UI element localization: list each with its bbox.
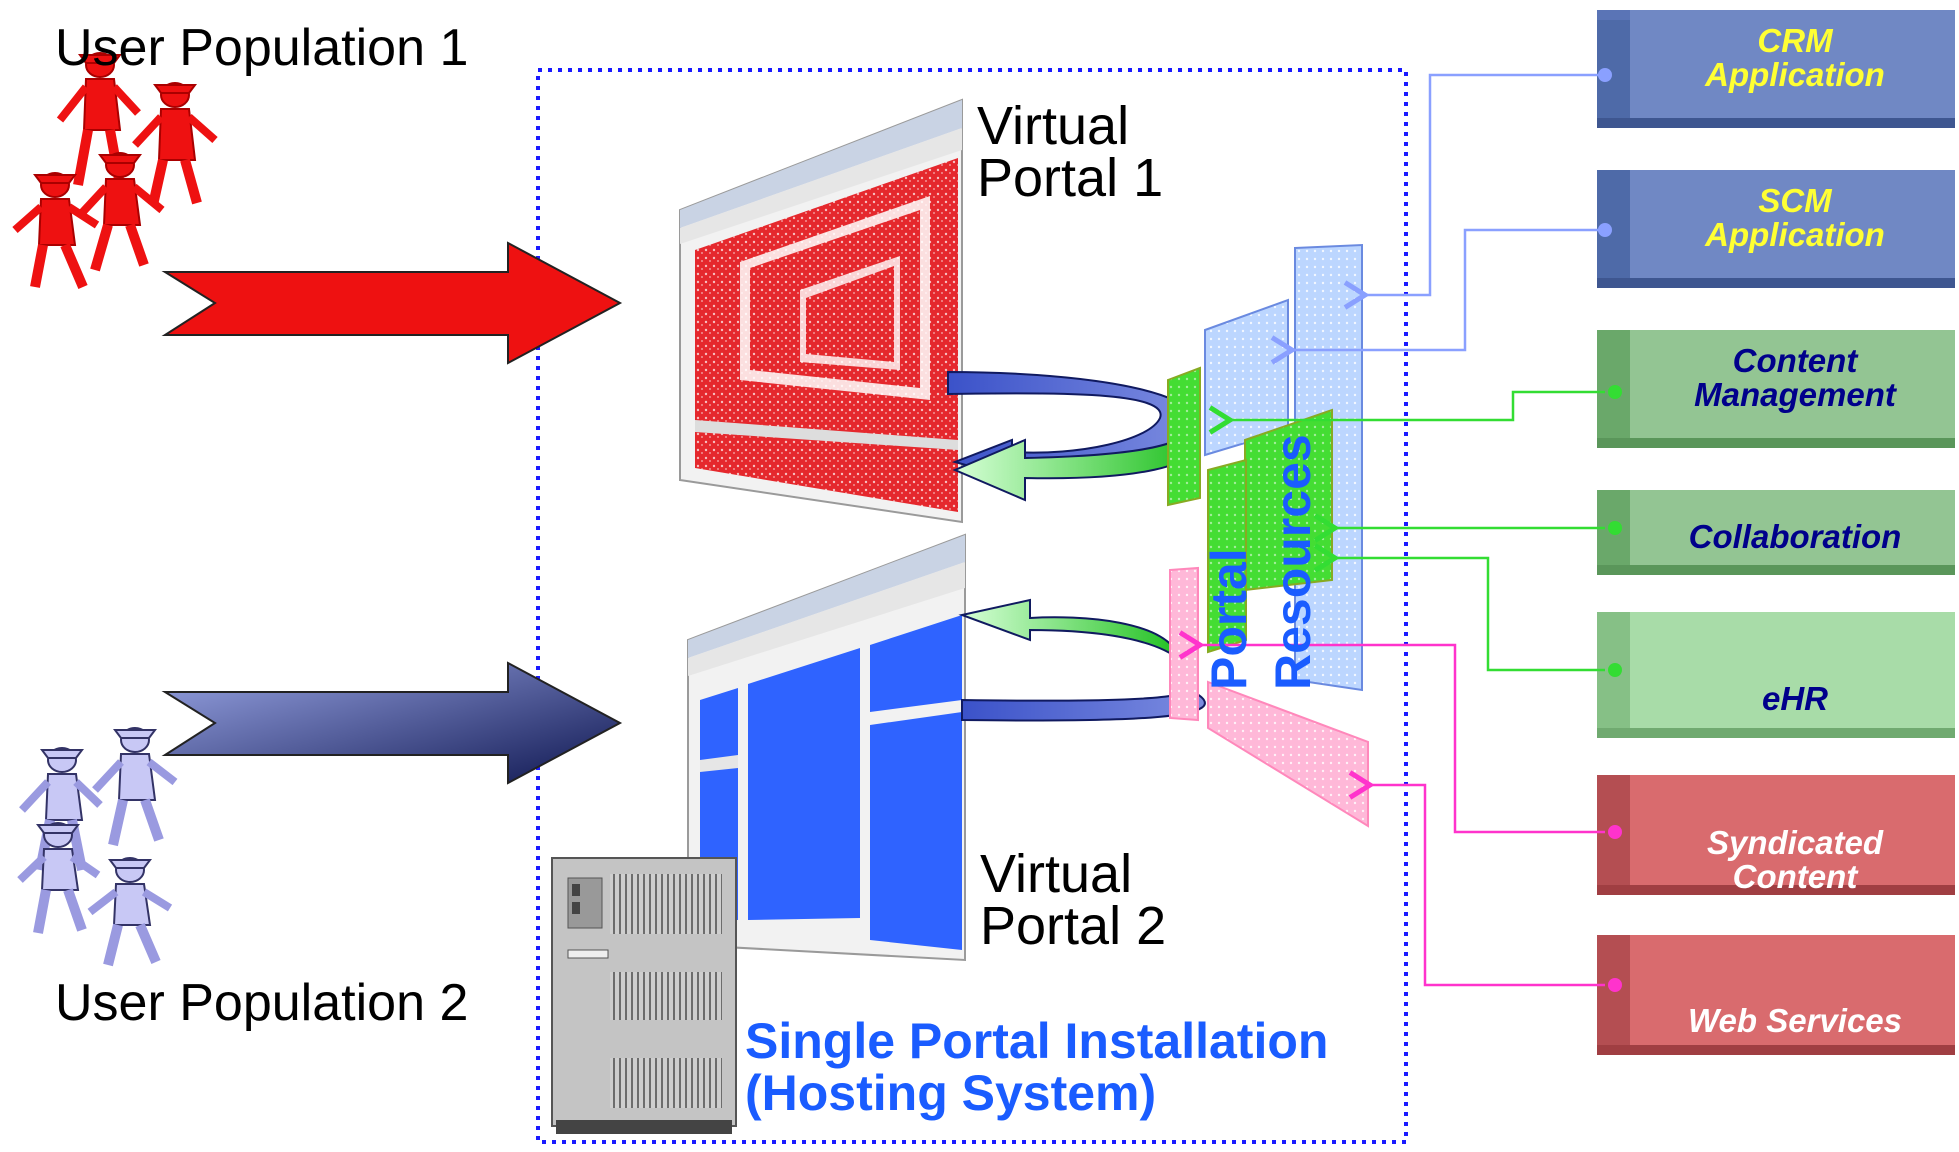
connector-ehr xyxy=(1313,543,1605,672)
app-label-ehr-line1: eHR xyxy=(1761,680,1829,717)
hosting-system-border xyxy=(536,68,1408,1144)
app-label-content-management: Content Management xyxy=(1645,344,1945,412)
portal-2-inbound-arrow xyxy=(958,598,1182,663)
app-label-crm-line2: Application xyxy=(1705,56,1885,93)
portal-resources-panels xyxy=(1167,243,1369,828)
virtual-portal-1-label-line2: Portal 1 xyxy=(977,148,1164,208)
virtual-portal-2-screen xyxy=(687,533,966,962)
app-label-syndicated-content: Syndicated Content xyxy=(1645,826,1945,894)
app-label-scm-line2: Application xyxy=(1705,216,1885,253)
installation-label: Single Portal Installation (Hosting Syst… xyxy=(745,1015,1328,1119)
app-box-crm xyxy=(1597,10,1955,128)
user-population-2-label: User Population 2 xyxy=(55,974,469,1032)
portal-2-outbound-curve xyxy=(961,688,1206,722)
app-label-crm-line1: CRM xyxy=(1757,22,1833,59)
app-label-crm: CRM Application xyxy=(1645,24,1945,92)
app-connectors xyxy=(1178,73,1605,987)
virtual-portal-2-label-line1: Virtual xyxy=(980,844,1133,904)
connector-dots xyxy=(1598,68,1622,992)
app-label-scm-line1: SCM xyxy=(1758,182,1832,219)
user-population-1-figures xyxy=(12,52,218,289)
app-label-syndicated-content-line2: Content xyxy=(1732,858,1858,895)
portal-resources-label-line1: Portal xyxy=(1201,548,1257,690)
virtual-portal-1-screen xyxy=(679,98,963,524)
virtual-portal-2-label: Virtual Portal 2 xyxy=(980,844,1167,956)
app-box-collaboration xyxy=(1597,490,1955,575)
app-label-scm: SCM Application xyxy=(1645,184,1945,252)
virtual-portal-1-label-line1: Virtual xyxy=(977,96,1130,156)
installation-label-line1: Single Portal Installation xyxy=(745,1013,1329,1069)
population-1-arrow xyxy=(161,241,623,365)
connector-content-management xyxy=(1208,390,1605,435)
installation-label-line2: (Hosting System) xyxy=(745,1065,1157,1121)
connector-web-services xyxy=(1348,770,1605,987)
app-label-collaboration: Collaboration xyxy=(1645,520,1945,554)
connector-scm xyxy=(1270,228,1605,365)
app-label-syndicated-content-line1: Syndicated xyxy=(1706,824,1884,861)
connector-crm xyxy=(1343,73,1605,310)
user-population-2-figures xyxy=(17,727,178,967)
virtual-portal-1-label: Virtual Portal 1 xyxy=(977,96,1164,208)
app-box-ehr xyxy=(1597,612,1955,738)
app-box-scm xyxy=(1597,170,1955,288)
portal-resources-label-line2: Resources xyxy=(1265,434,1321,690)
app-label-web-services-line1: Web Services xyxy=(1687,1002,1903,1039)
connector-syndicated-content xyxy=(1178,630,1605,834)
user-population-1-label: User Population 1 xyxy=(55,19,469,77)
app-box-web-services xyxy=(1597,935,1955,1055)
app-label-content-management-line2: Management xyxy=(1694,376,1896,413)
app-label-ehr: eHR xyxy=(1645,682,1945,716)
application-boxes xyxy=(1597,10,1955,1055)
app-label-web-services: Web Services xyxy=(1645,1004,1945,1038)
hosting-server-icon xyxy=(551,857,737,1134)
population-2-arrow xyxy=(161,661,623,785)
app-label-collaboration-line1: Collaboration xyxy=(1688,518,1902,555)
virtual-portal-2-label-line2: Portal 2 xyxy=(980,896,1167,956)
app-label-content-management-line1: Content xyxy=(1732,342,1858,379)
